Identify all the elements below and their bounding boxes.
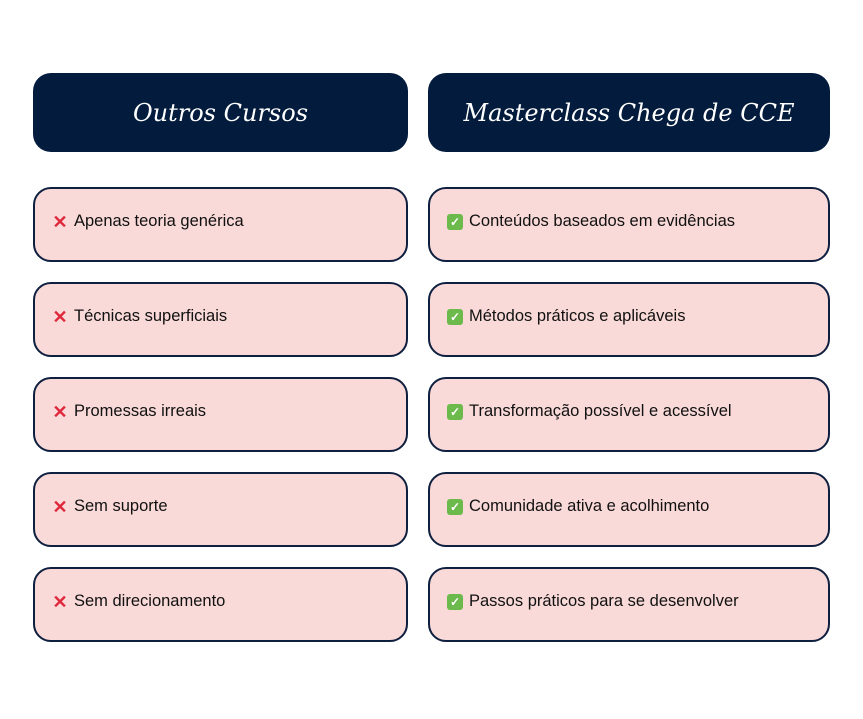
item-label: Métodos práticos e aplicáveis [469,307,686,325]
right-item: ✓ Comunidade ativa e acolhimento [428,472,830,547]
check-icon: ✓ [447,498,463,515]
check-icon: ✓ [447,308,463,325]
cross-icon: ✕ [52,496,68,517]
left-item: ✕ Sem direcionamento [33,567,408,642]
item-label: Transformação possível e acessível [469,402,732,420]
item-label: Apenas teoria genérica [74,212,244,230]
left-item: ✕ Apenas teoria genérica [33,187,408,262]
check-icon: ✓ [447,403,463,420]
right-item: ✓ Passos práticos para se desenvolver [428,567,830,642]
right-item: ✓ Transformação possível e acessível [428,377,830,452]
left-item: ✕ Técnicas superficiais [33,282,408,357]
check-icon: ✓ [447,593,463,610]
item-label: Conteúdos baseados em evidências [469,212,736,230]
cross-icon: ✕ [52,401,68,422]
cross-icon: ✕ [52,211,68,232]
masterclass-column: Masterclass Chega de CCE ✓ Conteúdos base… [428,73,830,642]
check-icon: ✓ [447,213,463,230]
left-item: ✕ Promessas irreais [33,377,408,452]
item-label: Sem direcionamento [74,592,226,610]
item-label: Técnicas superficiais [74,307,228,325]
masterclass-header: Masterclass Chega de CCE [428,73,830,152]
cross-icon: ✕ [52,591,68,612]
item-label: Promessas irreais [74,402,207,420]
left-item: ✕ Sem suporte [33,472,408,547]
item-label: Passos práticos para se desenvolver [469,592,739,610]
other-courses-column: Outros Cursos ✕ Apenas teoria genérica ✕ Té… [33,73,408,642]
other-courses-header: Outros Cursos [33,73,408,152]
item-label: Sem suporte [74,497,168,515]
cross-icon: ✕ [52,306,68,327]
item-label: Comunidade ativa e acolhimento [469,497,710,515]
right-item: ✓ Conteúdos baseados em evidências [428,187,830,262]
right-item: ✓ Métodos práticos e aplicáveis [428,282,830,357]
